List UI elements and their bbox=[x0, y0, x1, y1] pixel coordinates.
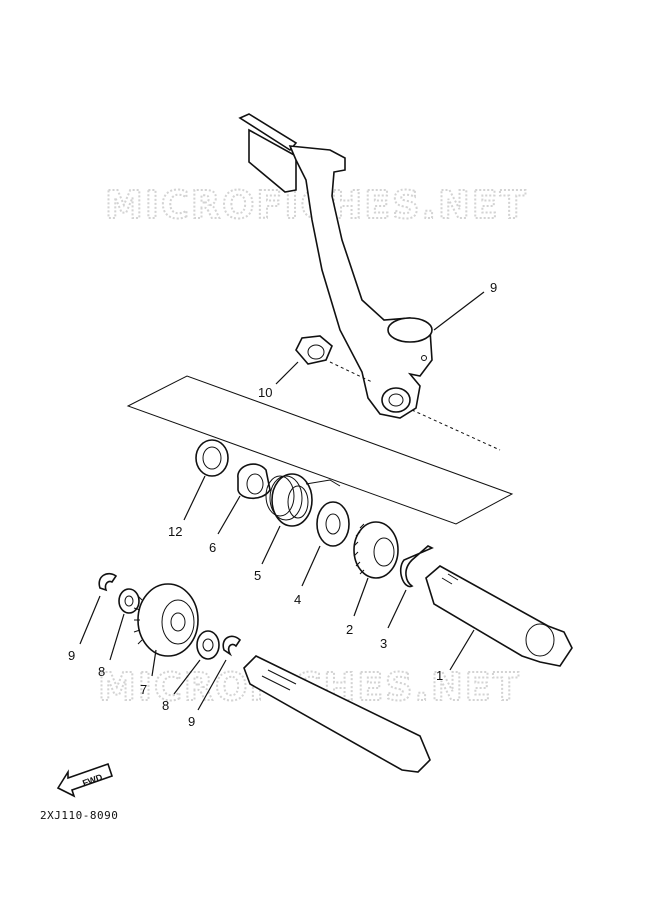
callout-9-right: 9 bbox=[188, 714, 195, 729]
callout-11: 10 bbox=[258, 385, 272, 400]
callout-8-left: 8 bbox=[98, 664, 105, 679]
callout-5: 5 bbox=[254, 568, 261, 583]
callout-8-right: 8 bbox=[162, 698, 169, 713]
diagram-code: 2XJ110-8090 bbox=[40, 809, 118, 822]
torsion-spring-part bbox=[265, 473, 341, 527]
callout-12: 12 bbox=[168, 524, 182, 539]
circlip-part-left bbox=[98, 572, 118, 592]
callout-6: 6 bbox=[209, 540, 216, 555]
callout-10: 9 bbox=[490, 280, 497, 295]
callout-9-left: 9 bbox=[68, 648, 75, 663]
nut-part bbox=[295, 335, 333, 365]
callout-3: 3 bbox=[380, 636, 387, 651]
leader-lines bbox=[79, 291, 485, 711]
idler-gear-part bbox=[133, 583, 199, 657]
main-shaft bbox=[243, 655, 431, 773]
fwd-arrow: FWD bbox=[56, 762, 114, 798]
oil-seal-part bbox=[195, 439, 229, 477]
kick-axle-part bbox=[425, 565, 573, 667]
callout-1: 1 bbox=[436, 668, 443, 683]
assembly-frame bbox=[126, 375, 514, 525]
callout-7: 7 bbox=[140, 682, 147, 697]
ratchet-part bbox=[353, 521, 399, 579]
callout-2: 2 bbox=[346, 622, 353, 637]
kick-crank-part bbox=[238, 113, 433, 419]
spacer-part bbox=[237, 463, 271, 500]
callout-4: 4 bbox=[294, 592, 301, 607]
circlip-part-right bbox=[222, 635, 242, 657]
clip-part bbox=[399, 545, 434, 588]
washer-part-left bbox=[118, 588, 140, 614]
washer-part-right bbox=[196, 630, 220, 660]
washer-part bbox=[316, 501, 350, 547]
